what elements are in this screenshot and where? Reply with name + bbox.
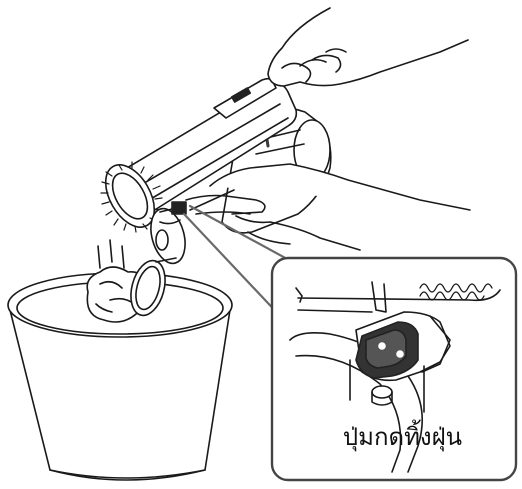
dust-release-button-label: ปุ่มกดทิ้งฝุ่น xyxy=(300,422,505,452)
